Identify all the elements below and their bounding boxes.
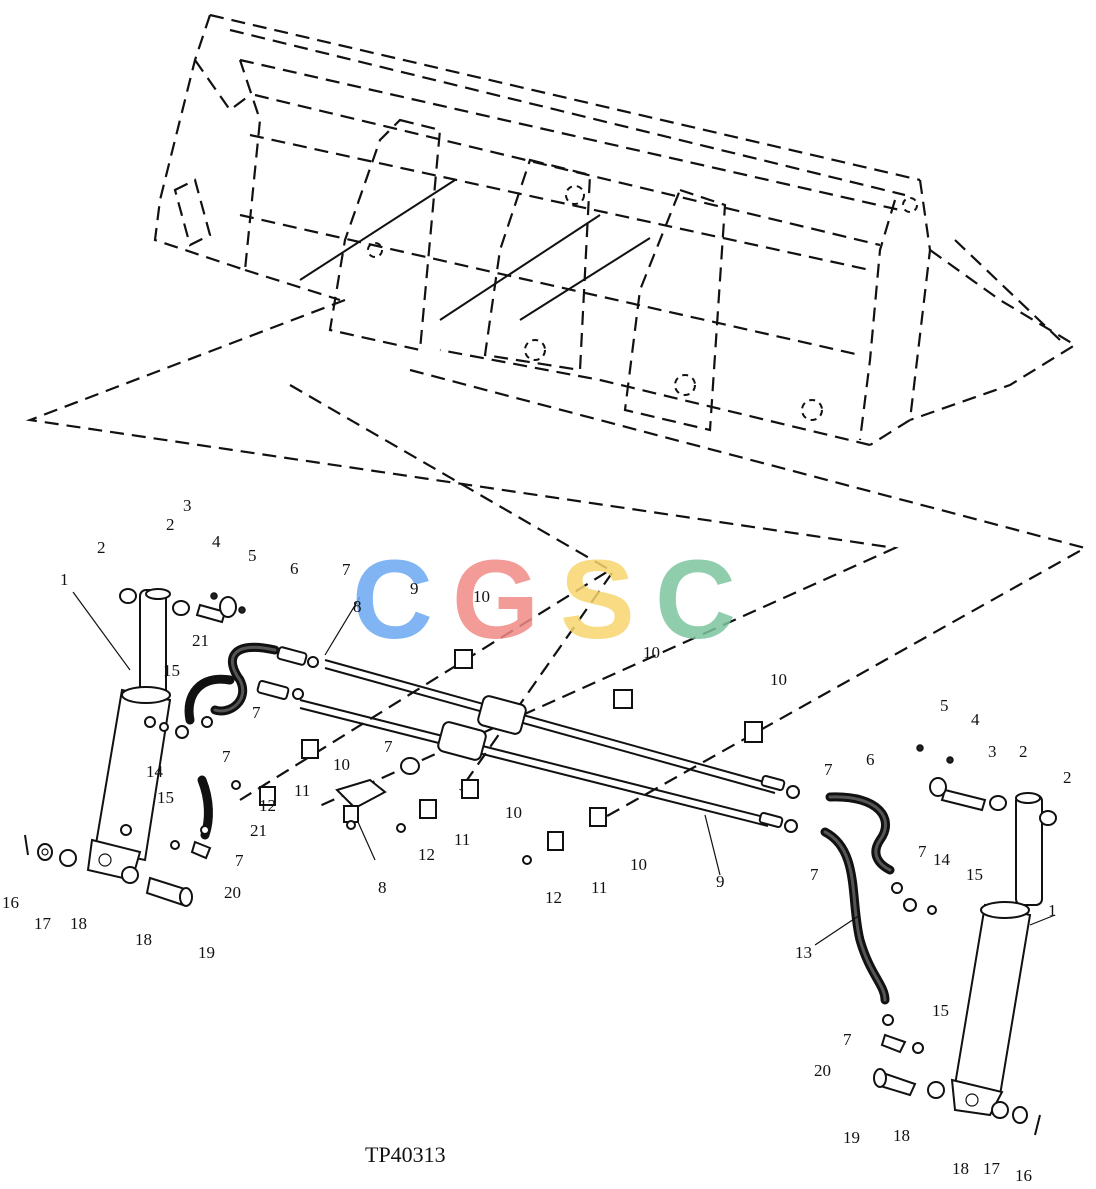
callout-19: 19 (198, 943, 215, 962)
callout-18: 18 (70, 914, 87, 933)
callout-9: 9 (410, 579, 419, 598)
callout-7: 7 (918, 842, 927, 861)
callout-6: 6 (866, 750, 875, 769)
callout-10: 10 (770, 670, 787, 689)
callout-4: 4 (971, 710, 980, 729)
callout-7: 7 (824, 760, 833, 779)
callout-4: 4 (212, 532, 221, 551)
small-parts (24, 588, 1057, 1136)
callout-8: 8 (353, 597, 362, 616)
callout-3: 3 (183, 496, 192, 515)
callout-14: 14 (933, 850, 951, 869)
callout-15: 15 (932, 1001, 949, 1020)
callout-1: 1 (60, 570, 69, 589)
hoses (184, 642, 895, 1005)
callout-16: 16 (2, 893, 19, 912)
callout-9: 9 (716, 872, 725, 891)
callout-7: 7 (252, 703, 261, 722)
callout-2: 2 (1019, 742, 1028, 761)
callout-10: 10 (505, 803, 522, 822)
callout-7: 7 (222, 747, 231, 766)
callout-17: 17 (983, 1159, 1001, 1178)
callout-12: 12 (418, 845, 435, 864)
callout-7: 7 (384, 737, 393, 756)
callout-5: 5 (248, 546, 257, 565)
callout-8: 8 (378, 878, 387, 897)
callout-15: 15 (966, 865, 983, 884)
callout-21: 21 (250, 821, 267, 840)
callout-16: 16 (1015, 1166, 1032, 1185)
callout-14: 14 (146, 762, 164, 781)
callout-12: 12 (545, 888, 562, 907)
callout-18: 18 (893, 1126, 910, 1145)
callout-7: 7 (810, 865, 819, 884)
right-cylinder (950, 792, 1043, 1117)
callout-1: 1 (1048, 901, 1057, 920)
callout-11: 11 (454, 830, 470, 849)
watermark-letter-2: G (452, 537, 539, 662)
callout-2: 2 (97, 538, 106, 557)
watermark: C G S C (352, 537, 736, 662)
callout-15: 15 (157, 788, 174, 807)
callout-19: 19 (843, 1128, 860, 1147)
callout-10: 10 (333, 755, 350, 774)
callout-10: 10 (473, 587, 490, 606)
callout-18: 18 (135, 930, 152, 949)
callout-20: 20 (814, 1061, 831, 1080)
callout-11: 11 (294, 781, 310, 800)
callout-10: 10 (630, 855, 647, 874)
callout-7: 7 (235, 851, 244, 870)
steel-tubes (256, 646, 786, 829)
callout-labels: 1 2 2 3 4 5 6 7 8 9 10 21 15 7 10 10 14 … (2, 496, 1072, 1185)
watermark-letter-3: S (560, 537, 635, 662)
callout-2: 2 (1063, 768, 1072, 787)
callout-5: 5 (940, 696, 949, 715)
watermark-letter-4: C (655, 537, 736, 662)
callout-15: 15 (163, 661, 180, 680)
watermark-letter-1: C (352, 537, 433, 662)
callout-11: 11 (591, 878, 607, 897)
callout-17: 17 (34, 914, 52, 933)
callout-21: 21 (192, 631, 209, 650)
callout-12: 12 (259, 796, 276, 815)
callout-10: 10 (643, 643, 660, 662)
callout-6: 6 (290, 559, 299, 578)
callout-2: 2 (166, 515, 175, 534)
callout-20: 20 (224, 883, 241, 902)
figure-id: TP40313 (365, 1142, 446, 1167)
callout-18: 18 (952, 1159, 969, 1178)
bucket-outline (153, 13, 1078, 447)
callout-3: 3 (988, 742, 997, 761)
callout-7: 7 (843, 1030, 852, 1049)
left-cylinder (86, 588, 172, 882)
callout-13: 13 (795, 943, 812, 962)
routing-lines (25, 298, 1088, 821)
callout-7: 7 (342, 560, 351, 579)
